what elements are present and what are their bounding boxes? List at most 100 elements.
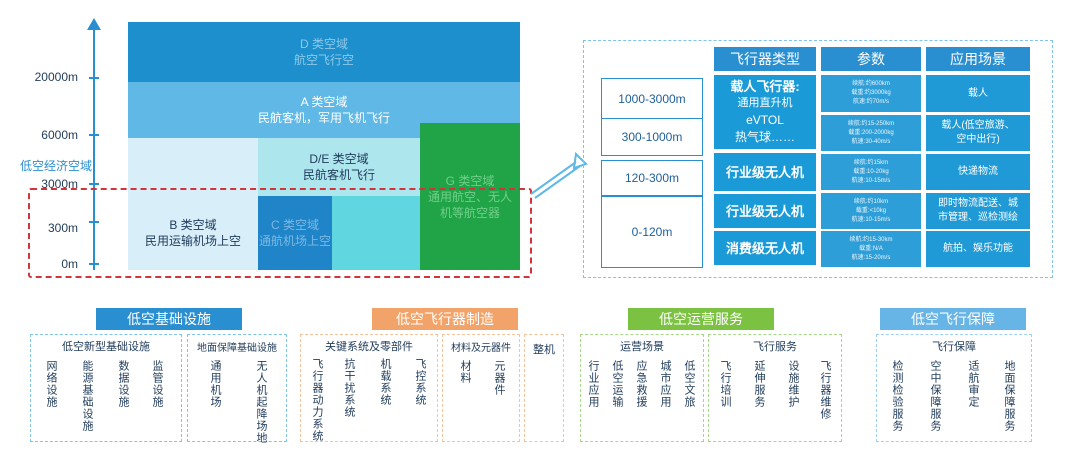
category-ops-title: 低空运营服务 [628, 308, 774, 330]
header-params: 参数 [821, 47, 921, 71]
param-4-a: 续航:约10km [853, 198, 889, 205]
zone-top-line2: 航空飞行空 [293, 53, 354, 67]
zone-g-line1: G 类空域 [445, 173, 495, 188]
infra-ground-item-1: 通用机场 [209, 360, 221, 408]
altitude-axis-arrow [87, 18, 101, 30]
header-scenes: 应用场景 [926, 47, 1030, 71]
infra-new-box [30, 334, 182, 442]
param-3-c: 航速:10-15m/s [851, 177, 891, 184]
infra-new-item-2: 能源基础设施 [81, 360, 93, 432]
scene-row-5: 航拍、娱乐功能 [926, 231, 1030, 267]
altitude-label-300: 300m [47, 221, 78, 235]
aircraft-panel [583, 40, 1053, 278]
zone-b: B 类空域 民用运输机场上空 [128, 196, 258, 270]
zone-c: C 类空域 通航机场上空 [258, 196, 332, 270]
ops-scene-item-4: 城市应用 [659, 360, 671, 408]
param-3-a: 续航:约15km [853, 159, 889, 166]
scene-4-a: 即时物流配送、城 [938, 198, 1018, 209]
infra-new-item-3: 数据设施 [117, 360, 129, 408]
scene-row-4: 即时物流配送、城 市管理、巡检测绘 [926, 193, 1030, 229]
zone-de: D/E 类空域 民航客机飞行 [258, 138, 420, 196]
infra-new-item-4: 监管设施 [151, 360, 163, 408]
altitude-band-1000-3000: 1000-3000m [601, 78, 703, 120]
guarantee-item-4: 地面保障服务 [1003, 360, 1015, 432]
mfg-key-item-1: 飞行器动力系统 [311, 358, 323, 442]
connector-arrow [530, 151, 588, 199]
mfg-material-item-1: 材料 [459, 360, 471, 384]
params-row-1: 续航:约600km 载重:约3000kg 航速:约70m/s [821, 75, 921, 112]
mfg-key-item-3: 机载系统 [379, 358, 391, 406]
param-5-a: 续航:约15-30km [849, 236, 893, 243]
ops-scene-item-5: 低空文旅 [683, 360, 695, 408]
guarantee-item-2: 空中保障服务 [929, 360, 941, 432]
low-airspace-frame [28, 188, 532, 278]
type-manned-line1: 载人飞行器: [730, 79, 800, 94]
zone-top: D 类空域 航空飞行空 [128, 22, 520, 82]
ops-scene-item-1: 行业应用 [587, 360, 599, 408]
altitude-label-20000: 20000m [34, 70, 78, 84]
zone-c-line2: 通航机场上空 [258, 234, 331, 248]
ops-scene-title: 运营场景 [620, 341, 664, 353]
infra-ground-item-2: 无人机起降场地 [255, 360, 267, 444]
zone-g-line2: 通用航空、无人 [427, 189, 512, 204]
mfg-whole-label: 整机 [533, 344, 555, 356]
scene-5-a: 航拍、娱乐功能 [943, 243, 1013, 254]
mfg-key-item-4: 飞控系统 [414, 358, 426, 406]
category-infra-title: 低空基础设施 [96, 308, 242, 330]
param-1-c: 航速:约70m/s [852, 99, 889, 105]
ops-flight-item-1: 飞行培训 [719, 360, 731, 408]
altitude-label-6000: 6000m [41, 128, 78, 142]
tick-300 [89, 221, 99, 223]
type-manned: 载人飞行器: 通用直升机 eVTOL 热气球…… [714, 75, 816, 149]
ops-scene-item-3: 应急救援 [635, 360, 647, 408]
category-guarantee-title: 低空飞行保障 [880, 308, 1026, 330]
altitude-axis-line [93, 26, 95, 270]
type-manned-line4: 热气球…… [734, 130, 795, 144]
tick-20000 [89, 77, 99, 79]
scene-1-a: 载人 [968, 87, 988, 99]
scene-row-2: 载人(低空旅游、 空中出行) [926, 115, 1030, 151]
altitude-band-300-1000: 300-1000m [601, 118, 703, 156]
params-row-3: 续航:约15km 载重:10-20kg 航速:10-15m/s [821, 154, 921, 190]
category-mfg-title: 低空飞行器制造 [372, 308, 518, 330]
type-industrial-1: 行业级无人机 [714, 153, 816, 191]
altitude-label-0: 0m [61, 257, 78, 271]
param-2-c: 航速:30-40m/s [851, 138, 891, 145]
altitude-band-120-300: 120-300m [601, 160, 703, 196]
infra-new-title: 低空新型基础设施 [62, 341, 150, 353]
param-5-b: 载重:N/A [859, 245, 883, 252]
zone-top-line1: D 类空域 [299, 37, 348, 51]
scene-row-3: 快递物流 [926, 154, 1030, 190]
ops-flight-item-2: 延伸服务 [753, 360, 765, 408]
ops-flight-title: 飞行服务 [753, 341, 797, 353]
param-1-b: 载重:约3000kg [851, 90, 891, 96]
guarantee-box [876, 334, 1032, 442]
mfg-material-item-2: 元器件 [493, 360, 505, 396]
ops-flight-item-4: 飞行器维修 [819, 360, 831, 420]
mfg-material-title: 材料及元器件 [451, 342, 511, 354]
type-consumer: 消费级无人机 [714, 231, 816, 265]
scene-row-1: 载人 [926, 75, 1030, 112]
mfg-key-title: 关键系统及零部件 [325, 341, 413, 353]
infra-ground-box [187, 334, 287, 442]
ops-flight-box [708, 334, 842, 442]
guarantee-sub-title: 飞行保障 [932, 341, 976, 353]
param-2-b: 载重:200-2000kg [848, 129, 894, 136]
mfg-material-box [442, 334, 520, 442]
scene-2-b: 空中出行) [956, 134, 1000, 145]
scene-2-a: 载人(低空旅游、 [941, 120, 1015, 131]
infra-ground-title: 地面保障基础设施 [197, 342, 277, 354]
type-manned-line3: eVTOL [746, 113, 784, 127]
zone-a-line2: 民航客机，军用飞机飞行 [257, 111, 390, 125]
zone-g-line3: 机等航空器 [439, 205, 500, 220]
tick-3000 [89, 183, 99, 185]
infra-new-item-1: 网络设施 [45, 360, 57, 408]
zone-c-line1: C 类空域 [270, 218, 319, 232]
param-4-c: 航速:10-15m/s [851, 216, 891, 223]
mfg-key-box [300, 334, 438, 442]
zone-b-line2: 民用运输机场上空 [144, 234, 241, 248]
type-industrial-2: 行业级无人机 [714, 194, 816, 228]
params-row-5: 续航:约15-30km 载重:N/A 航速:15-20m/s [821, 231, 921, 267]
header-aircraft-type: 飞行器类型 [714, 47, 816, 71]
param-5-c: 航速:15-20m/s [851, 254, 891, 261]
